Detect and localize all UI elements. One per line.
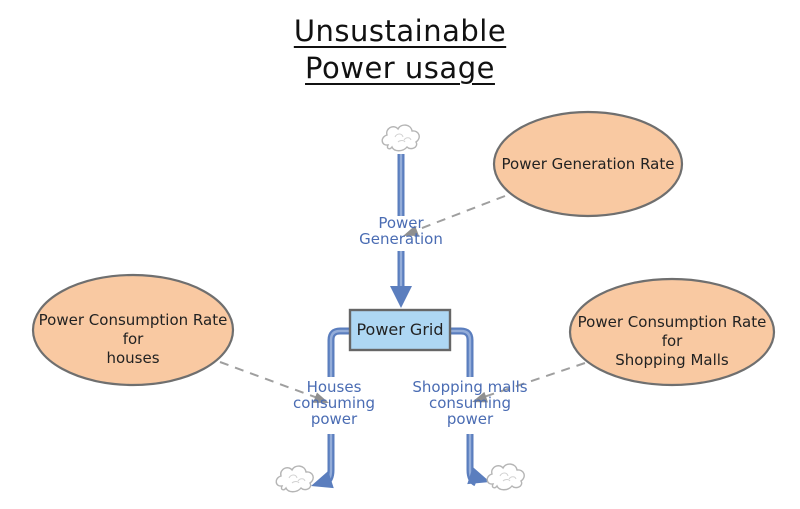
flow-arrowhead-malls [467, 466, 490, 485]
stock-label-power-grid[interactable]: Power Grid [356, 320, 444, 339]
cloud-sink-houses-icon [275, 465, 314, 493]
flow-arrowhead-generation [390, 286, 412, 308]
variable-label-malls-rate[interactable]: Power Consumption Rate for Shopping Mall… [577, 313, 767, 369]
flow-pipe-malls [448, 327, 490, 487]
link-malls-rate [472, 362, 586, 403]
variable-ellipse-generation-rate[interactable] [492, 110, 684, 218]
flow-label-generation[interactable]: Power Generation [359, 214, 443, 248]
cloud-sink-malls-icon [486, 463, 525, 491]
link-arrowhead-generation [403, 225, 419, 236]
variable-label-houses-rate[interactable]: Power Consumption Rate for houses [38, 311, 228, 367]
flow-label-malls[interactable]: Shopping malls consuming power [412, 378, 528, 428]
cloud-source-icon [381, 124, 420, 152]
link-arrowhead-malls [472, 391, 488, 403]
link-generation-rate [403, 195, 506, 236]
link-houses-rate [219, 361, 329, 403]
title-line-1: Unsustainable [293, 14, 507, 48]
variable-ellipse-malls-rate[interactable] [568, 277, 776, 387]
link-arrowhead-houses [313, 392, 329, 403]
flow-pipe-generation [390, 154, 412, 308]
stock-box-power-grid[interactable] [348, 308, 452, 352]
diagram-title: Unsustainable Power usage [0, 13, 800, 87]
title-line-2: Power usage [305, 51, 495, 85]
flow-pipe-houses [311, 327, 352, 489]
variable-label-generation-rate[interactable]: Power Generation Rate [501, 155, 675, 173]
flow-label-houses[interactable]: Houses consuming power [292, 378, 376, 428]
flow-arrowhead-houses [311, 470, 334, 489]
variable-ellipse-houses-rate[interactable] [31, 273, 235, 387]
